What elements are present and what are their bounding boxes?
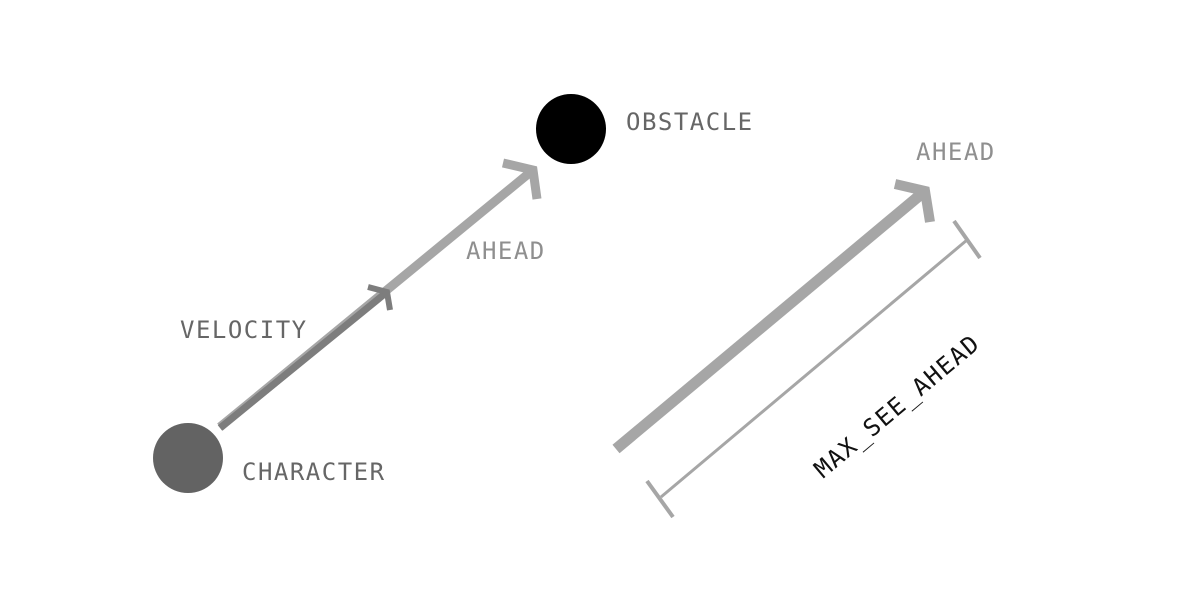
max-see-ahead-dimension-line	[660, 238, 968, 499]
max-see-ahead-end-tick	[952, 219, 982, 260]
ahead-vector-arrowhead	[501, 158, 542, 200]
ahead-vector-right-shaft	[612, 186, 929, 454]
velocity-label: VELOCITY	[180, 316, 308, 344]
obstacle-label: OBSTACLE	[626, 108, 754, 136]
ahead-label-right: AHEAD	[916, 138, 996, 166]
max-see-ahead-start-tick	[645, 479, 675, 519]
obstacle-circle	[536, 94, 606, 164]
character-label: CHARACTER	[242, 458, 386, 486]
velocity-vector-shaft	[217, 289, 390, 431]
character-circle	[153, 423, 223, 493]
ahead-label-left: AHEAD	[466, 237, 546, 265]
velocity-vector-arrowhead	[367, 284, 393, 311]
ahead-vector-right-arrowhead	[893, 179, 935, 223]
